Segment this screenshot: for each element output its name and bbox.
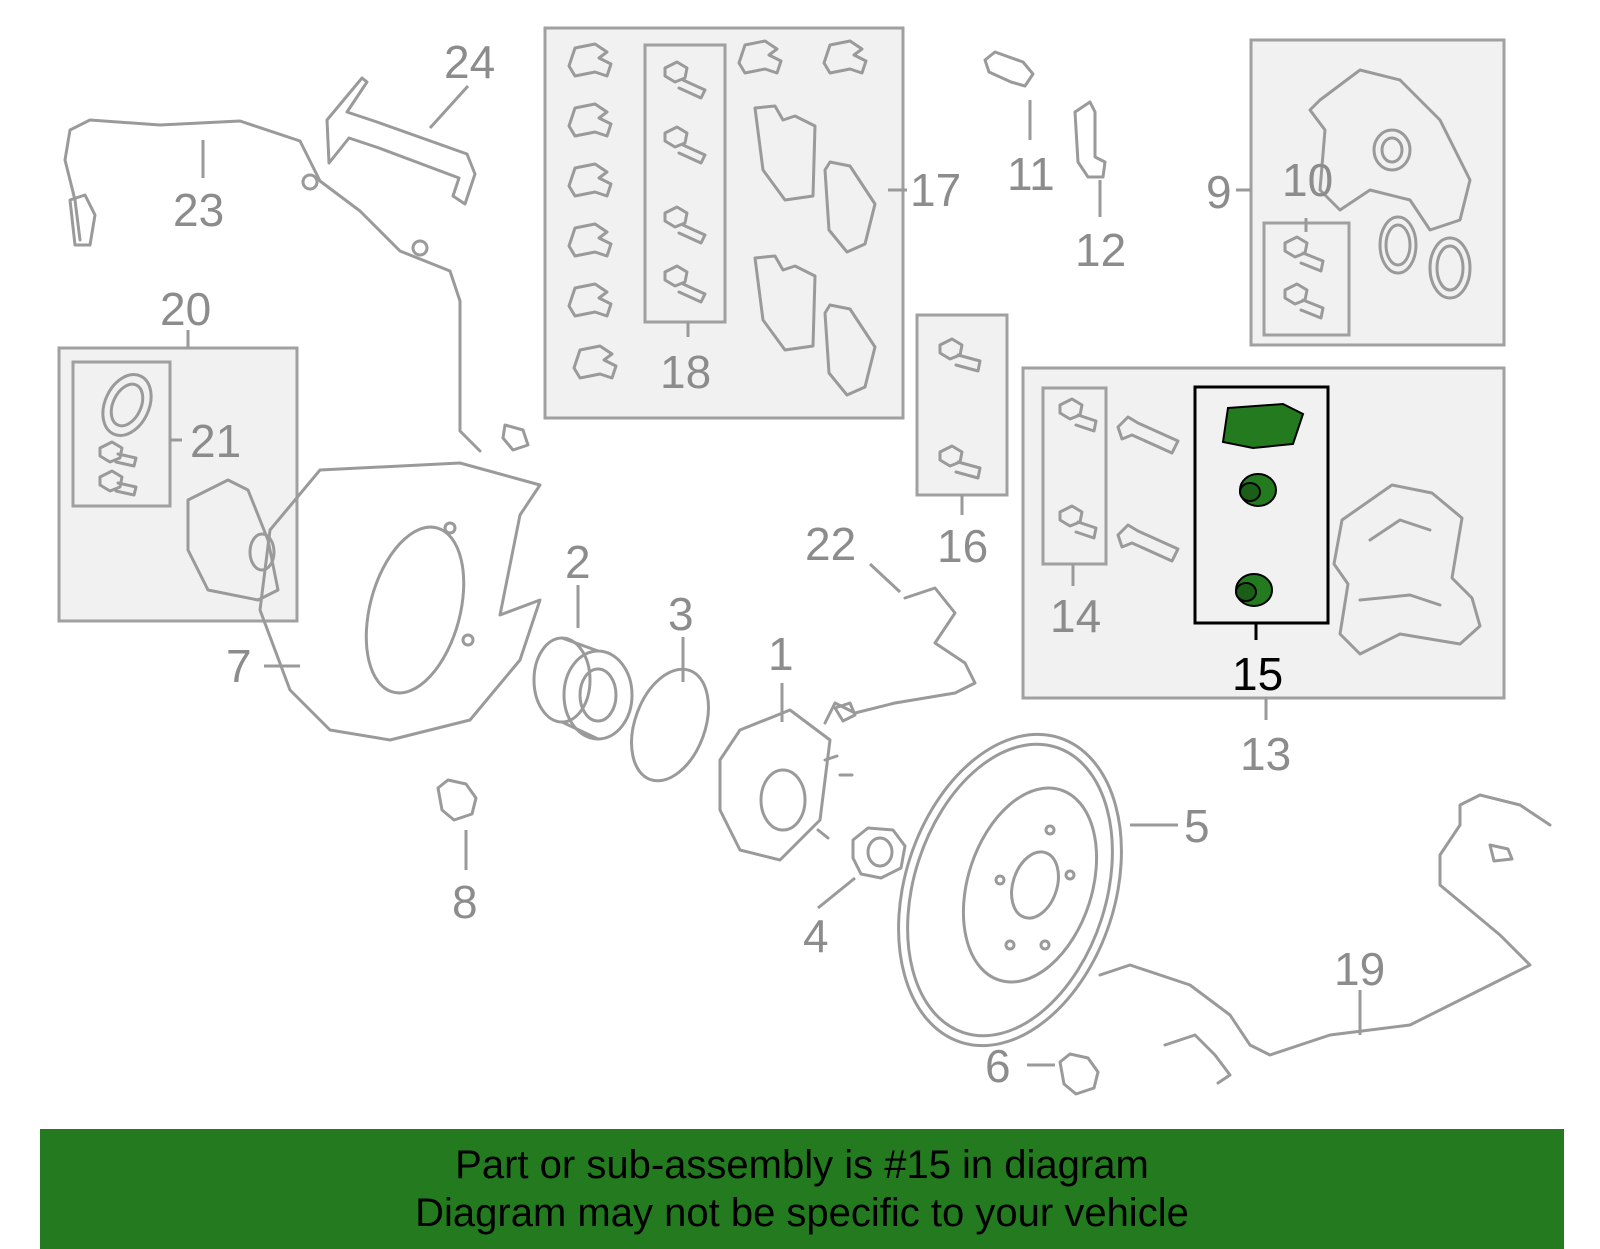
bolt-icon (98, 440, 138, 497)
leader-lines (170, 84, 1362, 1067)
bushing-icon (1235, 473, 1277, 607)
sensor-harness-icon (1098, 793, 1552, 1085)
brake-rotor-icon (897, 732, 1123, 1048)
sensor-harness-icon (823, 586, 977, 725)
callout-19: 19 (1334, 943, 1385, 995)
sub-box-18 (643, 43, 727, 324)
callout-20: 20 (160, 283, 211, 335)
caliper-bracket-icon (1332, 483, 1482, 656)
bleeder-screw-icon (983, 50, 1035, 88)
hub-nut-icon (851, 826, 907, 880)
bolt-icon (436, 778, 478, 822)
info-banner: Part or sub-assembly is #15 in diagram D… (40, 1129, 1564, 1249)
guide-pin-icon (1116, 415, 1180, 563)
bolt-icon (663, 60, 707, 304)
caliper-icon (186, 478, 280, 602)
wheel-bearing-icon (532, 636, 634, 741)
callout-18: 18 (660, 346, 711, 398)
callout-23: 23 (173, 184, 224, 236)
sub-box-15-highlight (1193, 385, 1330, 625)
highlighted-boot-kit (1221, 402, 1305, 607)
callout-22: 22 (805, 518, 856, 570)
bolt-icon (1283, 235, 1325, 320)
bolt-icon (1058, 397, 1098, 540)
callout-16: 16 (937, 520, 988, 572)
seal-ring-icon (101, 373, 153, 437)
sensor-bracket-icon (325, 76, 477, 206)
callout-17: 17 (910, 164, 961, 216)
boot-seal-icon (1221, 402, 1305, 450)
callout-11: 11 (1007, 148, 1055, 200)
backing-plate-icon (258, 461, 542, 742)
callout-24: 24 (444, 36, 495, 88)
callout-2: 2 (565, 536, 591, 588)
callout-21: 21 (190, 415, 241, 467)
hub-icon (718, 708, 854, 862)
sensor-harness-icon (63, 118, 530, 453)
callout-9: 9 (1206, 166, 1232, 218)
callout-3: 3 (668, 588, 694, 640)
snap-ring-icon (630, 667, 710, 783)
callout-10: 10 (1282, 154, 1333, 206)
callout-14: 14 (1050, 590, 1101, 642)
group-box-16 (915, 313, 1009, 497)
banner-line-disclaimer: Diagram may not be specific to your vehi… (415, 1191, 1189, 1235)
callout-4: 4 (803, 910, 829, 962)
bracket-icon (1073, 100, 1107, 179)
bolt-icon (1058, 1052, 1100, 1096)
sub-box-21 (71, 360, 172, 508)
callout-13: 13 (1240, 728, 1291, 780)
pad-clip-icon (567, 39, 868, 380)
group-box-20 (57, 346, 299, 623)
banner-line-part: Part or sub-assembly is #15 in diagram (455, 1143, 1149, 1187)
seal-ring-icon (1378, 215, 1472, 300)
callout-12: 12 (1075, 224, 1126, 276)
callout-8: 8 (452, 876, 478, 928)
callout-15: 15 (1232, 648, 1283, 700)
callout-7: 7 (226, 640, 252, 692)
brake-pad-icon (753, 104, 877, 397)
callout-5: 5 (1184, 800, 1210, 852)
bolt-icon (938, 337, 982, 480)
callout-1: 1 (768, 628, 794, 680)
caliper-icon (1308, 68, 1472, 232)
callout-6: 6 (985, 1040, 1011, 1092)
